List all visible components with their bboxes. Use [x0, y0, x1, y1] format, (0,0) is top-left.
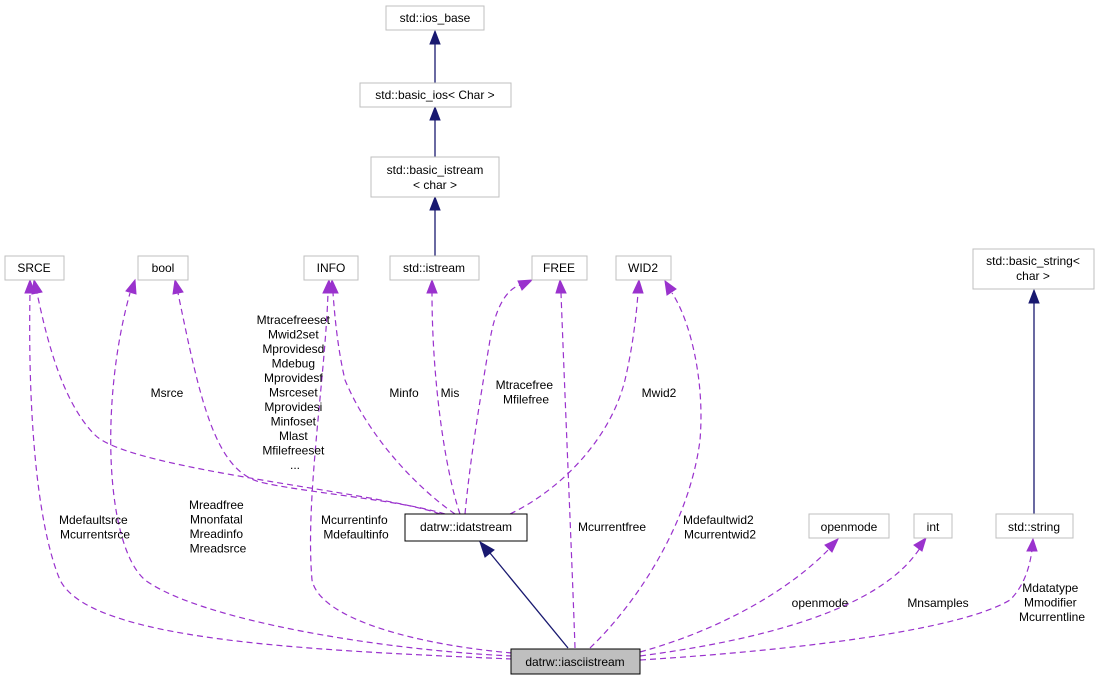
label-mdatatype: Mdatatype Mmodifier Mcurrentline — [1019, 581, 1085, 624]
edge-ascii-to-srce — [29, 292, 513, 660]
svg-text:char >: char > — [1016, 269, 1050, 283]
node-wid2[interactable]: WID2 — [615, 255, 672, 281]
label-msrce: Msrce — [151, 386, 184, 400]
node-bool[interactable]: bool — [137, 255, 189, 281]
edge-ascii-to-int — [639, 547, 921, 657]
edge-labels: Msrce Mtracefreeset Mwid2set Mprovidesd … — [59, 313, 1085, 624]
node-iasciistream[interactable]: datrw::iasciistream — [510, 648, 641, 675]
label-mreadfree: Mreadfree Mnonfatal Mreadinfo Mreadsrce — [189, 498, 247, 556]
member-edges — [24, 278, 1038, 661]
node-openmode[interactable]: openmode — [808, 513, 890, 539]
node-string[interactable]: std::string — [995, 513, 1074, 539]
edge-idat-to-srce — [36, 292, 441, 515]
edge-ascii-to-info — [309, 292, 513, 654]
svg-text:bool: bool — [152, 261, 175, 275]
edge-idat-to-free — [464, 284, 521, 515]
svg-text:std::istream: std::istream — [403, 261, 465, 275]
node-basic-istream[interactable]: std::basic_istream < char > — [370, 156, 500, 198]
svg-text:int: int — [927, 520, 940, 534]
label-mcurrentinfo: Mcurrentinfo Mdefaultinfo — [321, 513, 391, 542]
edge-idat-to-bool — [177, 292, 446, 515]
svg-text:openmode: openmode — [821, 520, 878, 534]
svg-text:std::basic_string<: std::basic_string< — [986, 254, 1080, 268]
edge-ascii-to-string — [639, 549, 1033, 661]
edge-idat-to-info — [332, 292, 456, 515]
label-mdefaultsrce: Mdefaultsrce Mcurrentsrce — [59, 513, 131, 542]
node-srce[interactable]: SRCE — [4, 255, 65, 281]
edge-ascii-to-wid2 — [589, 292, 702, 649]
node-istream[interactable]: std::istream — [389, 255, 480, 281]
edge-idat-to-istream — [431, 292, 461, 515]
label-mtracefree: Mtracefree Mfilefree — [496, 378, 557, 407]
svg-text:datrw::idatstream: datrw::idatstream — [420, 520, 512, 534]
label-mdefaultwid2: Mdefaultwid2 Mcurrentwid2 — [683, 513, 757, 542]
svg-text:std::string: std::string — [1008, 520, 1060, 534]
svg-text:< char >: < char > — [413, 178, 457, 192]
node-idatstream[interactable]: datrw::idatstream — [404, 513, 528, 542]
svg-text:datrw::iasciistream: datrw::iasciistream — [525, 655, 624, 669]
node-info[interactable]: INFO — [303, 255, 359, 281]
label-idat-bools: Mtracefreeset Mwid2set Mprovidesd Mdebug… — [257, 313, 334, 472]
node-basic-string[interactable]: std::basic_string< char > — [972, 248, 1095, 290]
edge-ascii-to-free — [560, 292, 576, 649]
svg-text:std::basic_ios< Char >: std::basic_ios< Char > — [375, 88, 494, 102]
label-mnsamples: Mnsamples — [907, 596, 968, 610]
label-mwid2: Mwid2 — [642, 386, 677, 400]
edge-ascii-to-openmode — [639, 547, 831, 653]
node-ios-base[interactable]: std::ios_base — [385, 5, 485, 31]
svg-text:INFO: INFO — [317, 261, 346, 275]
svg-text:std::basic_istream: std::basic_istream — [387, 163, 484, 177]
node-free[interactable]: FREE — [531, 255, 588, 281]
svg-text:std::ios_base: std::ios_base — [400, 11, 471, 25]
edge-idat-to-wid2 — [509, 292, 639, 515]
label-openmode: openmode — [792, 596, 849, 610]
svg-text:SRCE: SRCE — [17, 261, 50, 275]
node-basic-ios[interactable]: std::basic_ios< Char > — [359, 82, 512, 108]
node-int[interactable]: int — [913, 513, 953, 539]
svg-text:FREE: FREE — [543, 261, 575, 275]
inheritance-edges — [429, 29, 1040, 649]
edge-iasciistream-to-idatstream — [489, 552, 569, 649]
label-minfo: Minfo — [389, 386, 419, 400]
label-mcurrentfree: Mcurrentfree — [578, 520, 646, 534]
label-mis: Mis — [441, 386, 460, 400]
svg-text:WID2: WID2 — [628, 261, 658, 275]
